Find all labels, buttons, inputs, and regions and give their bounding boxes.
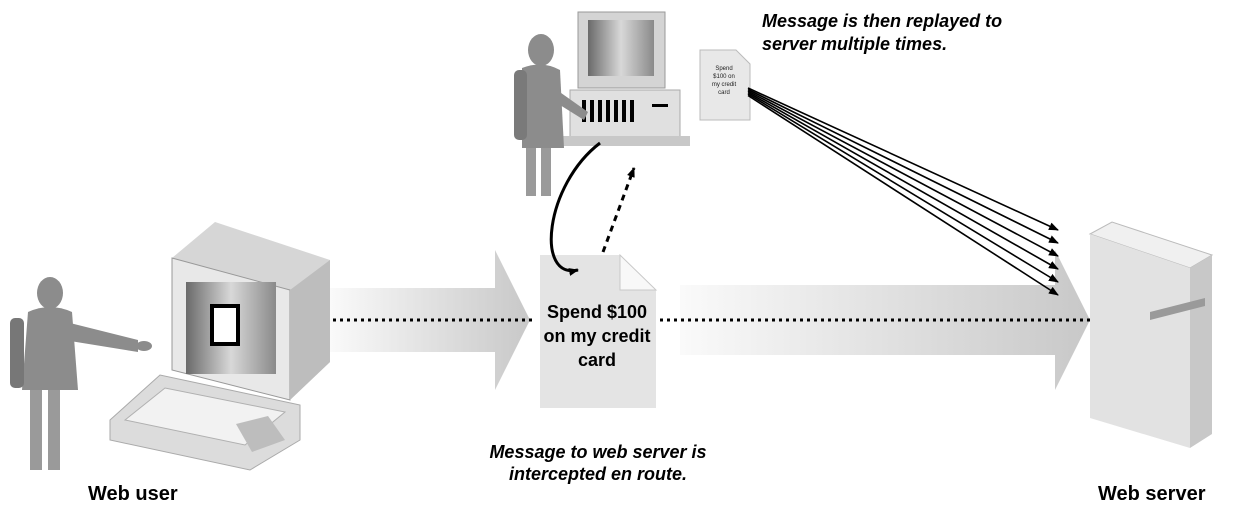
replay-note-line-2: server multiple times. — [762, 34, 947, 54]
intercept-note-line-1: Message to web server is — [489, 442, 706, 462]
attacker-person-icon — [514, 34, 588, 196]
replay-note-line-1: Message is then replayed to — [762, 11, 1002, 31]
capture-curve-arrow — [549, 141, 601, 276]
replay-arrow — [747, 87, 1059, 231]
replay-copy-line-4: card — [718, 90, 730, 96]
web-user-label: Web user — [88, 483, 178, 505]
intercept-note-line-2: intercepted en route. — [509, 464, 687, 484]
replay-arrow — [747, 94, 1059, 296]
replay-arrow — [747, 91, 1059, 270]
web-server-icon — [1088, 221, 1214, 448]
message-line-3: card — [578, 350, 616, 370]
web-user-computer-icon — [109, 222, 330, 471]
replay-copy-line-2: $100 on — [713, 74, 735, 80]
intercepted-message-document: Spend $100 on my credit card — [540, 253, 658, 408]
message-line-2: on my credit — [543, 326, 650, 346]
replayed-message-document: Spend $100 on my credit card — [699, 49, 751, 121]
attacker-computer-icon — [560, 11, 690, 146]
replay-copy-line-1: Spend — [715, 66, 732, 72]
web-server-label: Web server — [1098, 483, 1206, 505]
replay-arrow — [747, 93, 1059, 283]
web-user-person-icon — [10, 277, 152, 470]
replay-arrow — [747, 90, 1059, 257]
forward-dashed-arrow — [601, 167, 636, 253]
message-line-1: Spend $100 — [547, 302, 647, 322]
replay-arrows — [747, 87, 1059, 296]
flow-arrow-left — [330, 250, 530, 390]
replay-arrow — [747, 88, 1059, 244]
replay-copy-line-3: my credit — [712, 82, 737, 88]
